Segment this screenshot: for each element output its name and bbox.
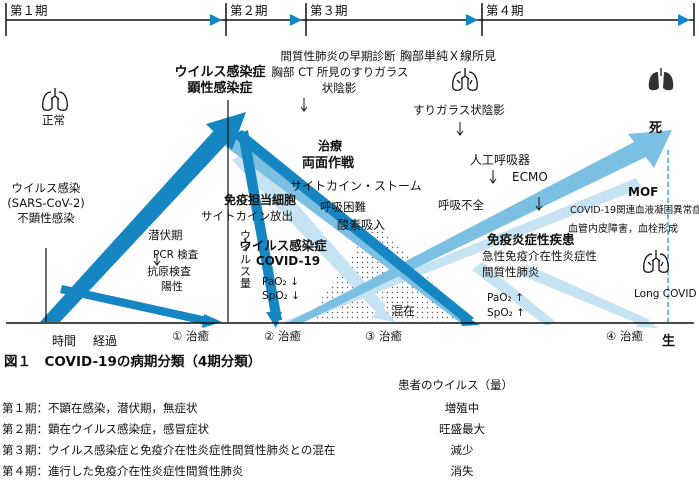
two-front-label: 両面作戦 — [302, 155, 355, 171]
virus-load-char: イ — [240, 241, 251, 254]
stage-3-description: 第３期：ウイルス感染症と免疫介在性炎症性間質性肺炎との混在 — [2, 443, 336, 457]
damaged-lung-icon — [648, 68, 674, 91]
pao2-down-label: PaO₂ ↓ — [262, 276, 299, 288]
virus-load-char: 量 — [240, 277, 251, 290]
immune-disease-line-1: 免疫炎症性疾患 — [487, 232, 575, 247]
virus-load-char: ウ — [240, 229, 251, 242]
period-3-label: 第３期 — [310, 3, 348, 18]
period-2-label: 第２期 — [230, 3, 268, 18]
xray-label: 胸部単純Ｘ線所見 — [400, 48, 496, 63]
immune-cells-line-2: サイトカイン放出 — [201, 209, 293, 223]
death-trend-arrow — [285, 140, 648, 324]
resp-failure-label: 呼吸不全 — [438, 198, 484, 212]
lung-icon — [452, 68, 478, 91]
time-label: 時間 — [52, 334, 76, 348]
virus-to-stage3-arrow — [232, 130, 474, 324]
incubation-label: 潜伏期 — [148, 228, 183, 242]
figure-title: 図１ COVID-19の病期分類（4期分類） — [4, 354, 262, 370]
ground-glass-label: すりガラス状陰影 — [413, 103, 505, 117]
treatment-label: 治療 — [318, 138, 342, 153]
ecmo-label: ECMO — [512, 170, 548, 184]
indicator-arrows — [153, 98, 543, 266]
oxygen-label: 酸素吸入 — [337, 217, 385, 232]
recovery-arrow — [472, 262, 556, 326]
recovery-2-label: ② 治癒 — [264, 329, 301, 343]
period-1-label: 第１期 — [10, 3, 48, 18]
recovery-4-label: ④ 治癒 — [606, 329, 643, 343]
arrow-head — [202, 314, 222, 328]
period-4-label: 第４期 — [486, 3, 524, 18]
dyspnea-label: 呼吸困難 — [320, 200, 366, 214]
arrow-head — [372, 304, 396, 322]
recovery-3-label: ③ 治癒 — [365, 329, 402, 343]
stage-1-virus-amount: 増殖中 — [444, 401, 480, 415]
virus-to-stage2-arrow — [238, 130, 282, 321]
infection-line-3: 不顕性感染 — [17, 211, 75, 225]
stage-4-virus-amount: 消失 — [450, 464, 474, 478]
recovery1-arrow — [60, 285, 212, 326]
covid-stage-diagram: 第１期 第２期 第３期 第４期 — [5, 2, 699, 349]
stage-4-description: 第４期：進行した免疫介在性炎症性間質性肺炎 — [2, 464, 244, 478]
mixed-label: 混在 — [391, 304, 415, 318]
antigen-test-label: 抗原検査 — [147, 264, 191, 278]
mof-label: MOF — [628, 185, 658, 199]
spo2-down-label: SpO₂ ↓ — [262, 290, 300, 302]
overt-infection-line-2: 顕性感染症 — [187, 80, 252, 96]
virus-decline-arrow — [232, 150, 386, 312]
lung-icon — [42, 88, 68, 111]
spo2-up-label: SpO₂ ↑ — [487, 307, 525, 319]
lung-icon — [643, 250, 669, 273]
survival-label: 生 — [662, 333, 675, 349]
stage-1-description: 第１期：不顕在感染，潜伏期，無症状 — [2, 401, 198, 415]
virus-disease-line-2: COVID-19 — [256, 254, 320, 268]
cytokine-storm-label: サイトカイン・ストーム — [290, 179, 422, 193]
immune-disease-line-3: 間質性肺炎 — [482, 265, 540, 279]
pcr-test-label: PCR 検査 — [153, 248, 199, 261]
early-diag-line-1: 間質性肺炎の早期診断 — [281, 49, 396, 63]
infection-line-2: (SARS-CoV-2) — [7, 196, 85, 210]
stage-2-virus-amount: 旺盛最大 — [439, 422, 485, 436]
vascular-label: 血管内皮障害，血栓形成 — [568, 222, 678, 235]
ventilator-label: 人工呼吸器 — [470, 153, 530, 167]
virus-load-char: ス — [240, 265, 251, 278]
long-covid-arrow — [520, 264, 650, 326]
virus-surge-arrow — [40, 126, 232, 322]
recovery-1-label: ① 治癒 — [172, 329, 209, 343]
overt-infection-line-1: ウイルス感染症 — [174, 64, 265, 80]
stage-2-description: 第２期：顕在ウイルス感染症，感冒症状 — [2, 422, 209, 436]
stage-3-virus-amount: 減少 — [450, 443, 474, 457]
immune-cells-line-1: 免疫担当細胞 — [224, 192, 296, 207]
pao2-up-label: PaO₂ ↑ — [487, 292, 524, 304]
period-timeline: 第１期 第２期 第３期 第４期 — [5, 2, 695, 36]
immune-disease-line-2: 急性免疫介在性炎症性 — [482, 249, 597, 263]
early-diag-line-3: 状陰影 — [322, 81, 357, 95]
virus-surge-head — [206, 112, 246, 150]
early-diag-line-2: 胸部 CT 所見のすりガラス — [271, 65, 408, 79]
virus-amount-header: 患者のウイルス（量） — [398, 378, 513, 392]
timeline-arrow-head — [290, 14, 302, 26]
positive-label: 陽性 — [161, 279, 183, 293]
arrow-head — [266, 312, 282, 328]
timeline-arrow-head — [466, 14, 478, 26]
infection-line-1: ウイルス感染 — [12, 181, 81, 195]
timeline-arrow-head — [210, 14, 222, 26]
death-label: 死 — [649, 121, 662, 136]
coagulopathy-label: COVID-19関連血液凝固異常症 — [570, 204, 699, 216]
virus-load-char: ル — [240, 253, 251, 266]
progress-label: 経過 — [93, 334, 117, 348]
arrow-head — [636, 315, 658, 328]
death-arrow-head — [628, 130, 672, 168]
timeline-arrow-head — [678, 14, 690, 26]
long-covid-label: Long COVID — [634, 288, 697, 300]
virus-disease-line-1: ウイルス感染症 — [239, 238, 327, 253]
virus-load-vertical-label: ウ イ ル ス 量 — [240, 229, 251, 290]
normal-label: 正常 — [42, 113, 65, 127]
